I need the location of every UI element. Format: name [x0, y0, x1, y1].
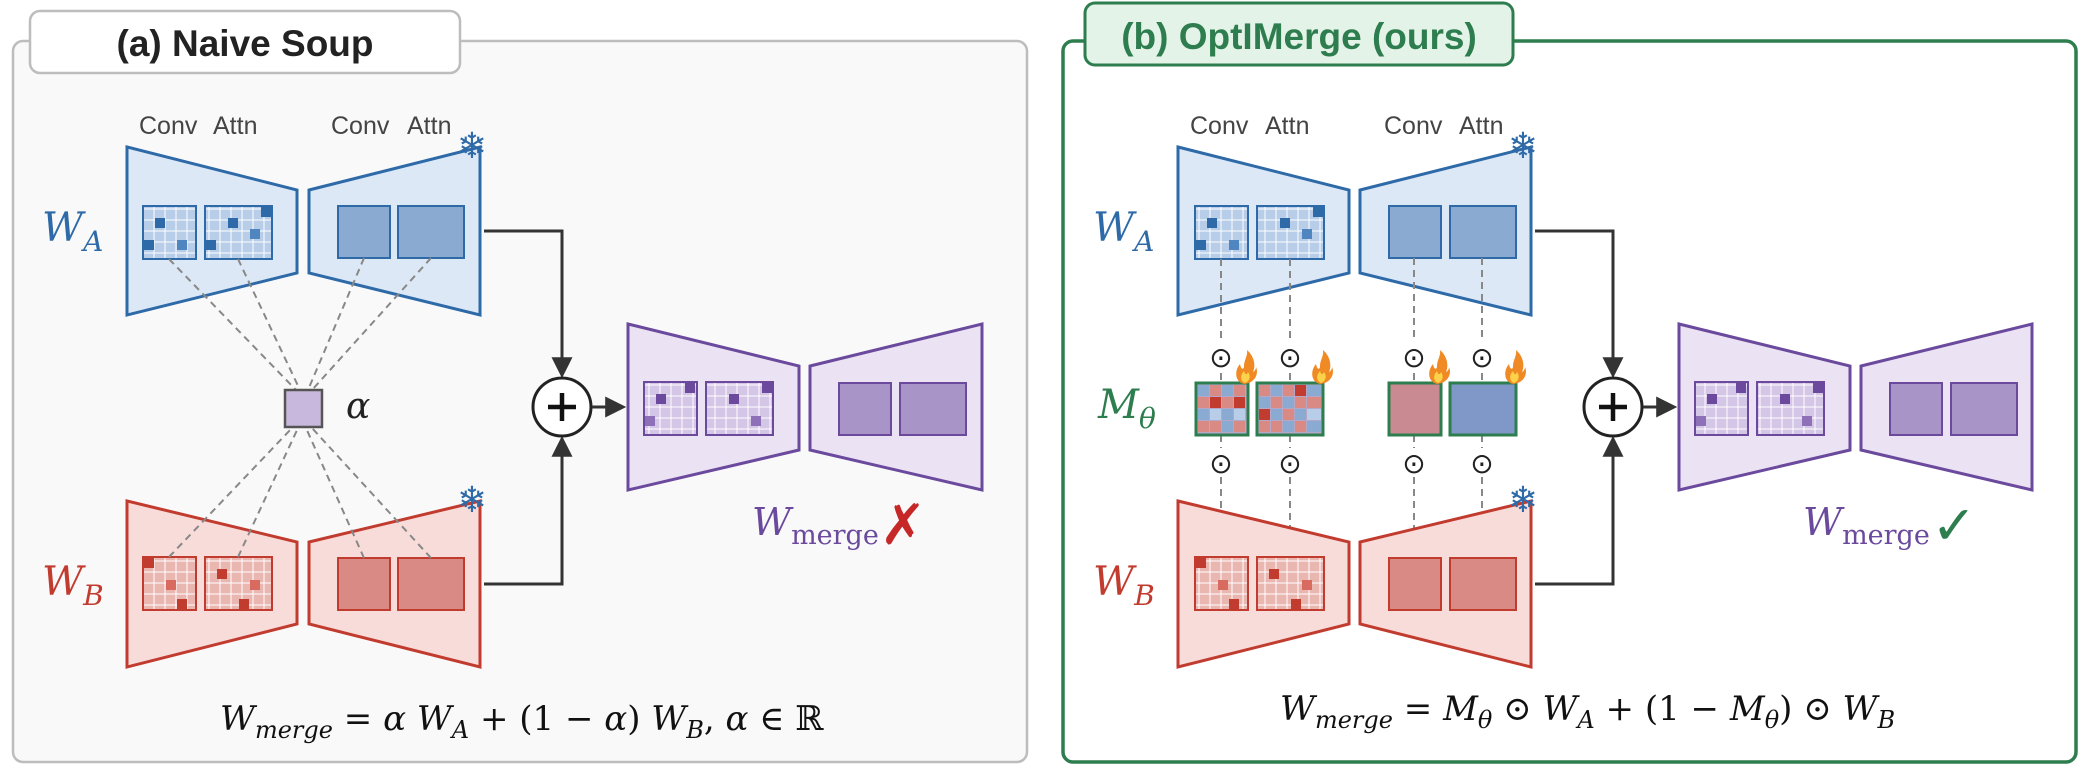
- odot-icon: ⊙: [1470, 341, 1493, 374]
- fire-icon: [1236, 350, 1257, 384]
- odot-icon: ⊙: [1402, 341, 1425, 374]
- panel-a-attn-label-2: Attn: [407, 112, 451, 140]
- wa-conv-block: [337, 205, 391, 259]
- panel-a-wmerge-label: Wmerge: [752, 500, 879, 551]
- wa-attn-block: [397, 205, 465, 259]
- panel-b-formula: Wmerge = Mθ ⊙ WA + (1 − Mθ) ⊙ WB: [1280, 689, 1895, 734]
- cross-mark-icon: ✗: [880, 493, 927, 558]
- panel-b-conv-label-1: Conv: [1190, 112, 1249, 140]
- mask-blocks: [1194, 381, 1518, 437]
- snowflake-icon: ❄: [1508, 126, 1538, 167]
- panel-a-wb-model: [125, 499, 482, 669]
- panel-b-attn-label-2: Attn: [1459, 112, 1503, 140]
- panel-b-wmerge-label: Wmerge: [1803, 500, 1930, 551]
- panel-b-mask-label: Mθ: [1097, 382, 1156, 435]
- panel-a-alpha-connectors: [168, 257, 432, 559]
- panel-b-wmerge-model: [1677, 322, 2034, 492]
- panel-a-formula: Wmerge = α WA + (1 − α) WB, α ∈ ℝ: [220, 699, 824, 744]
- wa-to-plus-arrow: [484, 229, 573, 379]
- alpha-scalar-box: [283, 388, 324, 429]
- wb-conv-block: [337, 557, 391, 611]
- panel-b-wb-model: [1176, 499, 1533, 669]
- odot-icon: ⊙: [1278, 447, 1301, 480]
- panel-a-title: (a) Naive Soup: [117, 23, 374, 64]
- panel-a: (a) Naive Soup Conv Attn Conv Attn ❄ WA: [11, 9, 1029, 764]
- panel-a-title-box: [28, 9, 462, 75]
- odot-icon: ⊙: [1278, 341, 1301, 374]
- wa-to-plus-arrow: [1535, 229, 1624, 379]
- odot-icon: ⊙: [1209, 341, 1232, 374]
- alpha-label: α: [346, 386, 370, 427]
- wb-attn-block: [397, 557, 465, 611]
- check-mark-icon: ✓: [1931, 494, 1976, 557]
- snowflake-icon: ❄: [1508, 480, 1538, 521]
- odot-icon: ⊙: [1470, 447, 1493, 480]
- odot-icon: ⊙: [1402, 447, 1425, 480]
- panel-b-title: (b) OptIMerge (ours): [1121, 16, 1477, 57]
- panel-a-wa-label: WA: [42, 205, 103, 258]
- wb-to-plus-arrow: [484, 435, 573, 586]
- panel-a-wa-model: [125, 145, 482, 317]
- fire-icon: [1312, 350, 1333, 384]
- panel-b: (b) OptIMerge (ours) Conv Attn Conv Attn…: [1061, 1, 2078, 764]
- fire-icon: [1505, 350, 1526, 384]
- odot-icon: ⊙: [1209, 447, 1232, 480]
- panel-a-conv-label-1: Conv: [139, 112, 198, 140]
- panel-b-wb-label: WB: [1093, 559, 1155, 612]
- mask-attn-block: [1448, 381, 1518, 437]
- panel-b-title-box: [1083, 1, 1515, 67]
- panel-b-wa-label: WA: [1093, 205, 1154, 258]
- panel-a-wb-label: WB: [42, 559, 104, 612]
- mask-conv-block: [1387, 381, 1443, 437]
- wa-attn-matrix: [204, 205, 273, 260]
- panel-a-conv-label-2: Conv: [331, 112, 390, 140]
- panel-b-conv-label-2: Conv: [1384, 112, 1443, 140]
- panel-a-wmerge-model: [626, 322, 984, 492]
- panel-b-attn-label-1: Attn: [1265, 112, 1309, 140]
- fire-icon: [1429, 350, 1450, 384]
- wa-conv-matrix: [142, 205, 197, 260]
- odot-operators: ⊙ ⊙ ⊙ ⊙ ⊙ ⊙ ⊙ ⊙: [1209, 341, 1493, 480]
- snowflake-icon: ❄: [457, 480, 487, 521]
- wb-attn-matrix: [204, 556, 273, 611]
- panel-a-attn-label-1: Attn: [213, 112, 257, 140]
- wb-to-plus-arrow: [1535, 435, 1624, 586]
- snowflake-icon: ❄: [457, 126, 487, 167]
- fire-icons: [1236, 350, 1526, 384]
